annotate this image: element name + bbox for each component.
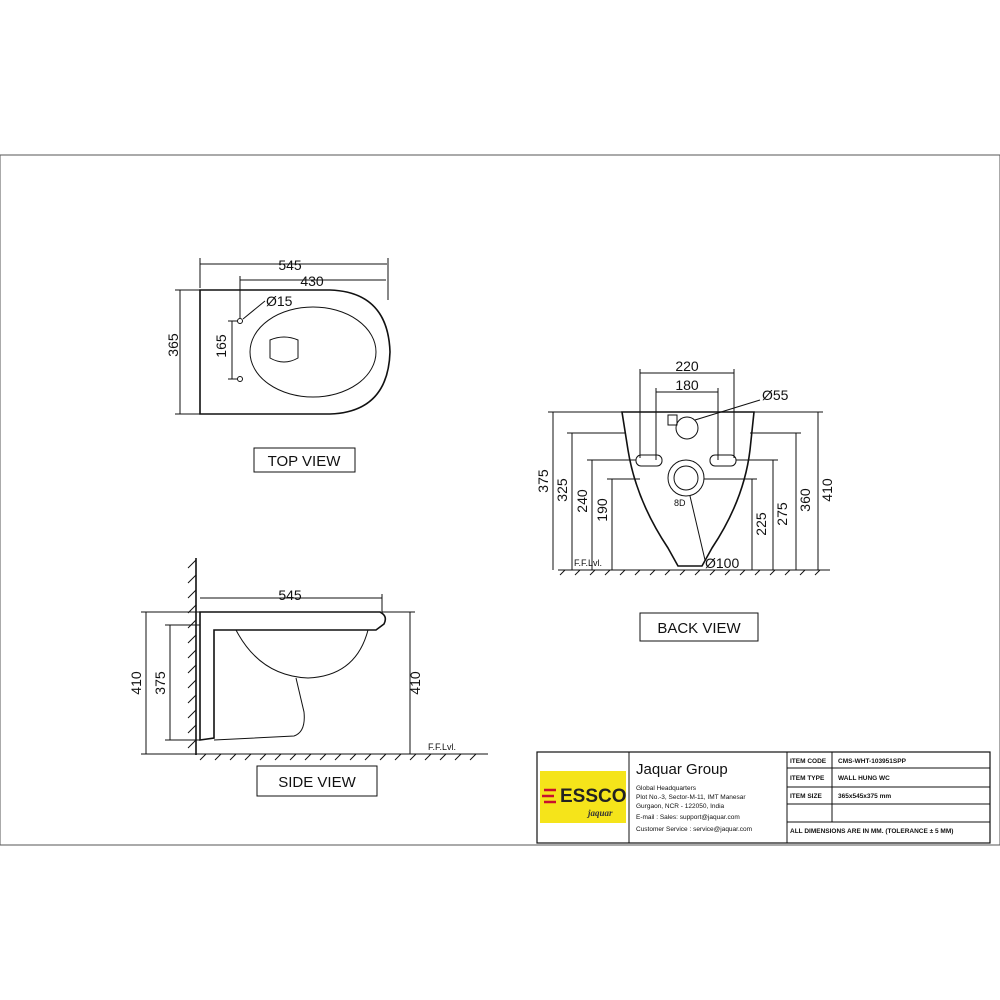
side-view-bowl	[235, 629, 369, 679]
sheet-border	[0, 154, 1000, 846]
dimensions-note: ALL DIMENSIONS ARE IN MM. (TOLERANCE ± 5…	[790, 828, 953, 835]
dim-inlet-dia: Ø55	[762, 387, 789, 403]
back-view-label: BACK VIEW	[657, 620, 741, 637]
back-view-fixing-slot	[709, 454, 737, 467]
dim-430: 430	[300, 273, 324, 289]
back-view-floor-label: F.F.Lvl.	[574, 558, 602, 568]
side-view-trap	[213, 677, 305, 741]
dim-outlet-dia: Ø100	[705, 555, 739, 571]
side-view-outline	[199, 611, 387, 741]
top-view-outlet	[269, 336, 299, 363]
dim-220: 220	[675, 358, 699, 374]
dim-365: 365	[165, 333, 181, 357]
dim-240: 240	[574, 489, 590, 513]
title-block-frame	[536, 751, 991, 844]
top-view-fixing-hole	[237, 318, 243, 324]
side-view: F.F.Lvl. 545 410 375 410 SIDE VIEW	[128, 558, 488, 797]
top-view-label: TOP VIEW	[268, 453, 342, 470]
dim-410-side-right: 410	[407, 671, 423, 695]
essco-logo-text: ESSCO	[560, 786, 627, 807]
back-view-outline	[621, 411, 755, 567]
back-view-inlet-clip	[667, 414, 678, 426]
dim-545-side: 545	[278, 587, 302, 603]
email-line: E-mail : Sales: support@jaquar.com	[636, 814, 740, 821]
dim-165: 165	[213, 334, 229, 358]
essco-logo-box	[540, 771, 626, 823]
top-view-label-box	[253, 447, 356, 473]
back-view-inlet	[675, 416, 699, 440]
essco-logo-icon	[542, 788, 556, 804]
dim-360: 360	[797, 488, 813, 512]
address-line-3: Gurgaon, NCR - 122050, India	[636, 803, 725, 810]
back-view: 8D 220 180 Ø55 Ø100 F.F.Lvl. 375 325 240	[535, 358, 835, 642]
back-view-label-box	[639, 612, 759, 642]
top-view: 545 430 Ø15 365 165 TOP VIEW	[165, 257, 391, 473]
title-block: ESSCO jaquar Jaquar Group Global Headqua…	[536, 751, 991, 844]
top-view-fixing-hole	[237, 376, 243, 382]
dim-225: 225	[753, 512, 769, 536]
item-size-key: ITEM SIZE	[790, 793, 822, 800]
jaquar-logo-text: jaquar	[586, 808, 613, 818]
address-line-2: Plot No.-3, Sector-M-11, IMT Manesar	[636, 794, 746, 801]
dim-410-back: 410	[819, 478, 835, 502]
dim-375-side: 375	[152, 671, 168, 695]
dim-hole-dia: Ø15	[266, 293, 293, 309]
company-name: Jaquar Group	[636, 761, 728, 778]
item-type-key: ITEM TYPE	[790, 775, 825, 782]
side-view-label: SIDE VIEW	[278, 774, 356, 791]
dim-190: 190	[594, 498, 610, 522]
dim-545-top: 545	[278, 257, 302, 273]
item-code-value: CMS-WHT-103951SPP	[838, 758, 907, 765]
side-view-label-box	[256, 765, 378, 797]
dim-375: 375	[535, 469, 551, 493]
top-view-bowl	[249, 306, 377, 398]
dim-325: 325	[554, 478, 570, 502]
side-view-floor-label: F.F.Lvl.	[428, 742, 456, 752]
dim-275: 275	[774, 502, 790, 526]
item-code-key: ITEM CODE	[790, 758, 827, 765]
dim-180: 180	[675, 377, 699, 393]
item-type-value: WALL HUNG WC	[838, 775, 890, 782]
back-view-mark: 8D	[674, 498, 686, 508]
address-line-1: Global Headquarters	[636, 785, 697, 792]
customer-service-line: Customer Service : service@jaquar.com	[636, 826, 752, 833]
item-size-value: 365x545x375 mm	[838, 793, 891, 800]
top-view-outline	[199, 289, 391, 415]
back-view-outlet	[667, 459, 705, 497]
dim-410-side-left: 410	[128, 671, 144, 695]
